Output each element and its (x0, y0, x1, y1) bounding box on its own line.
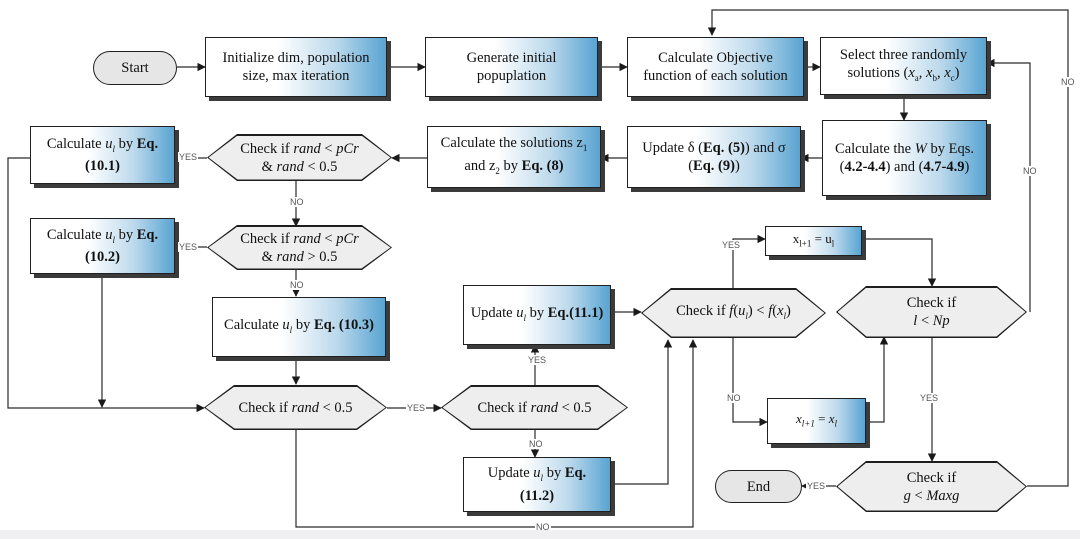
edge-check3-checkf-no (295, 339, 698, 528)
edge-update112-checkf (611, 339, 673, 485)
yes-label-u101: YES (178, 152, 199, 162)
check-rand-half-second-box: Check if rand < 0.5 (441, 385, 628, 430)
check-fitness-box: Check if f(ul) < f(xl) (641, 288, 826, 338)
no-label-checkmaxg: NO (1060, 77, 1076, 87)
no-label-check4: NO (528, 439, 544, 449)
select-three-solutions-box: Select three randomly solutions (xa, xb,… (820, 37, 987, 95)
edge-assignx-checknp (866, 336, 889, 423)
no-label-checknp: NO (1022, 166, 1038, 176)
assign-u-box: xl+1 = ul (765, 226, 862, 256)
yes-label-check4: YES (527, 355, 548, 365)
end-terminal: End (715, 470, 802, 503)
yes-label-check3: YES (406, 403, 427, 413)
edge-checkf-assignu (732, 234, 766, 288)
yes-label-checkf: YES (721, 240, 742, 250)
check-rand-half-box: Check if rand < 0.5 (204, 385, 387, 430)
edge-u101-check3 (7, 157, 205, 413)
update-u-11-1-box: Update ul by Eq.(11.1) (463, 285, 611, 345)
edge-assignu-checknp (862, 238, 937, 287)
calculate-u-10-2-box: Calculate ul by Eq. (10.2) (30, 218, 175, 274)
check-rand-pcr-gt-box: Check if rand < pCr & rand > 0.5 (207, 225, 392, 270)
edge-checknp-select-no (986, 58, 1031, 312)
no-label-checkf: NO (726, 393, 742, 403)
no-label-check1: NO (289, 197, 305, 207)
calculate-z-box: Calculate the solutions z1 and z2 by Eq.… (427, 126, 601, 188)
no-label-check2: NO (289, 280, 305, 290)
yes-label-checknp: YES (919, 393, 940, 403)
check-rand-pcr-lt-box: Check if rand < pCr & rand < 0.5 (207, 134, 392, 181)
calculate-u-10-3-box: Calculate ul by Eq. (10.3) (212, 297, 386, 357)
start-terminal: Start (93, 51, 177, 85)
bottom-bar (0, 530, 1080, 539)
initialize-box: Initialize dim, population size, max ite… (205, 37, 387, 97)
objective-function-box: Calculate Objective function of each sol… (627, 37, 804, 97)
calculate-u-10-1-box: Calculate ul by Eq. (10.1) (30, 126, 175, 184)
edge-checkmaxg-objective-no (707, 9, 1069, 487)
no-label-check3: NO (535, 522, 551, 532)
update-delta-sigma-box: Update δ (Eq. (5)) and σ (Eq. (9)) (627, 126, 801, 188)
assign-x-box: xl+1 = xl (767, 398, 866, 444)
yes-label-checkmaxg: YES (806, 481, 827, 491)
generate-population-box: Generate initial popuplation (425, 37, 598, 97)
yes-label-u102: YES (178, 242, 199, 252)
calculate-w-box: Calculate the W by Eqs.(4.2-4.4) and (4.… (822, 120, 987, 196)
edge-checkf-assignx (732, 338, 768, 427)
update-u-11-2-box: Update ul by Eq. (11.2) (463, 457, 611, 512)
